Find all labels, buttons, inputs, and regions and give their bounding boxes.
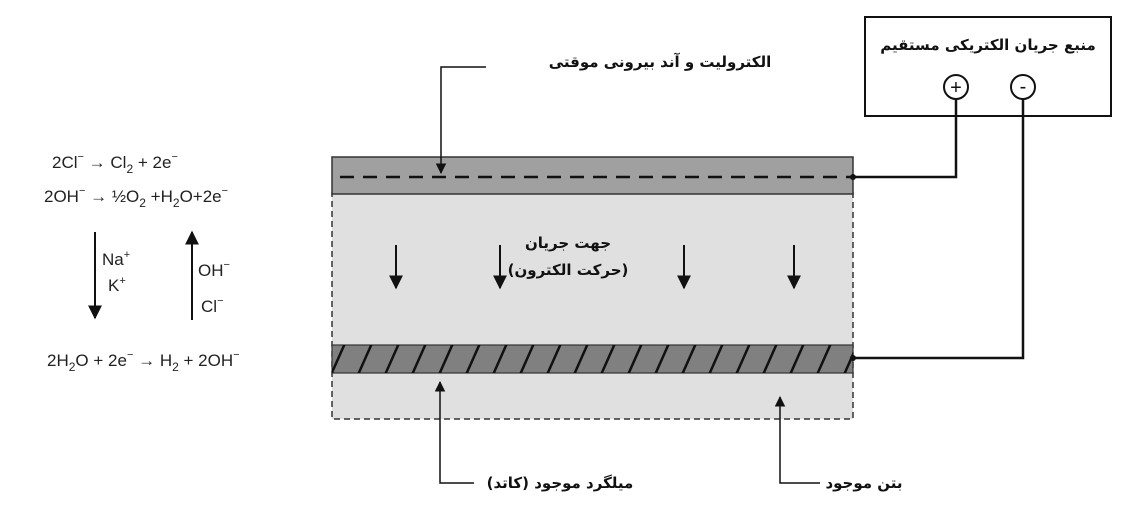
rebar-hatch-stroke [816, 345, 832, 373]
concrete-label: بتن موجود [825, 474, 902, 492]
rebar-hatch-stroke [735, 345, 751, 373]
rebar-hatch-stroke [573, 345, 589, 373]
electrolyte-anode-leader [435, 66, 486, 175]
rebar-leader [434, 380, 474, 484]
rebar-hatch-stroke [384, 345, 400, 373]
rebar-hatch-stroke [708, 345, 724, 373]
positive-junction-dot [850, 174, 856, 180]
rebar-hatch-stroke [654, 345, 670, 373]
electrolyte-anode-label: الکترولیت و آند بیرونی موقتی [549, 53, 772, 71]
rebar-hatch-stroke [411, 345, 427, 373]
positive-terminal-symbol: + [950, 77, 962, 99]
rebar-hatch-stroke [681, 345, 697, 373]
rebar-hatch-stroke [789, 345, 805, 373]
concrete-leader [774, 395, 820, 484]
rebar-hatch-stroke [762, 345, 778, 373]
current-direction-sublabel: (حرکت الکترون) [508, 261, 629, 279]
rebar-hatch-stroke [357, 345, 373, 373]
cathode-reaction: 2H2O + 2e− → H2 + 2OH− [47, 349, 240, 374]
rebar-hatch-stroke [492, 345, 508, 373]
anode-electrolyte-layer [331, 156, 854, 195]
hydroxide-ion-label: OH− [198, 259, 230, 280]
rebar-cathode-label: میلگرد موجود (کاتد) [487, 474, 634, 492]
rebar-hatch-stroke [627, 345, 643, 373]
dc-power-source-title: منبع جریان الکتریکی مستقیم [880, 36, 1096, 54]
rebar-hatch-stroke [332, 345, 346, 373]
rebar-hatch-stroke [438, 345, 454, 373]
rebar-hatch-stroke [519, 345, 535, 373]
dc-power-source-box [864, 16, 1112, 117]
anode-reaction-1: 2Cl− → Cl2 + 2e− [52, 151, 178, 176]
negative-junction-dot [850, 355, 856, 361]
chloride-ion-label: Cl− [201, 295, 224, 316]
rebar-hatch-stroke [600, 345, 616, 373]
current-direction-label: جهت جریان [525, 234, 611, 252]
potassium-ion-label: K+ [108, 275, 126, 295]
negative-wire [853, 99, 1025, 360]
positive-wire [853, 99, 958, 179]
anode-reaction-2: 2OH− → ½O2 +H2O+2e− [44, 185, 228, 210]
concrete-body [331, 192, 854, 420]
sodium-ion-label: Na+ [102, 249, 130, 269]
rebar-hatch-stroke [465, 345, 481, 373]
negative-terminal-symbol: - [1020, 76, 1027, 98]
rebar-hatch-stroke [546, 345, 562, 373]
